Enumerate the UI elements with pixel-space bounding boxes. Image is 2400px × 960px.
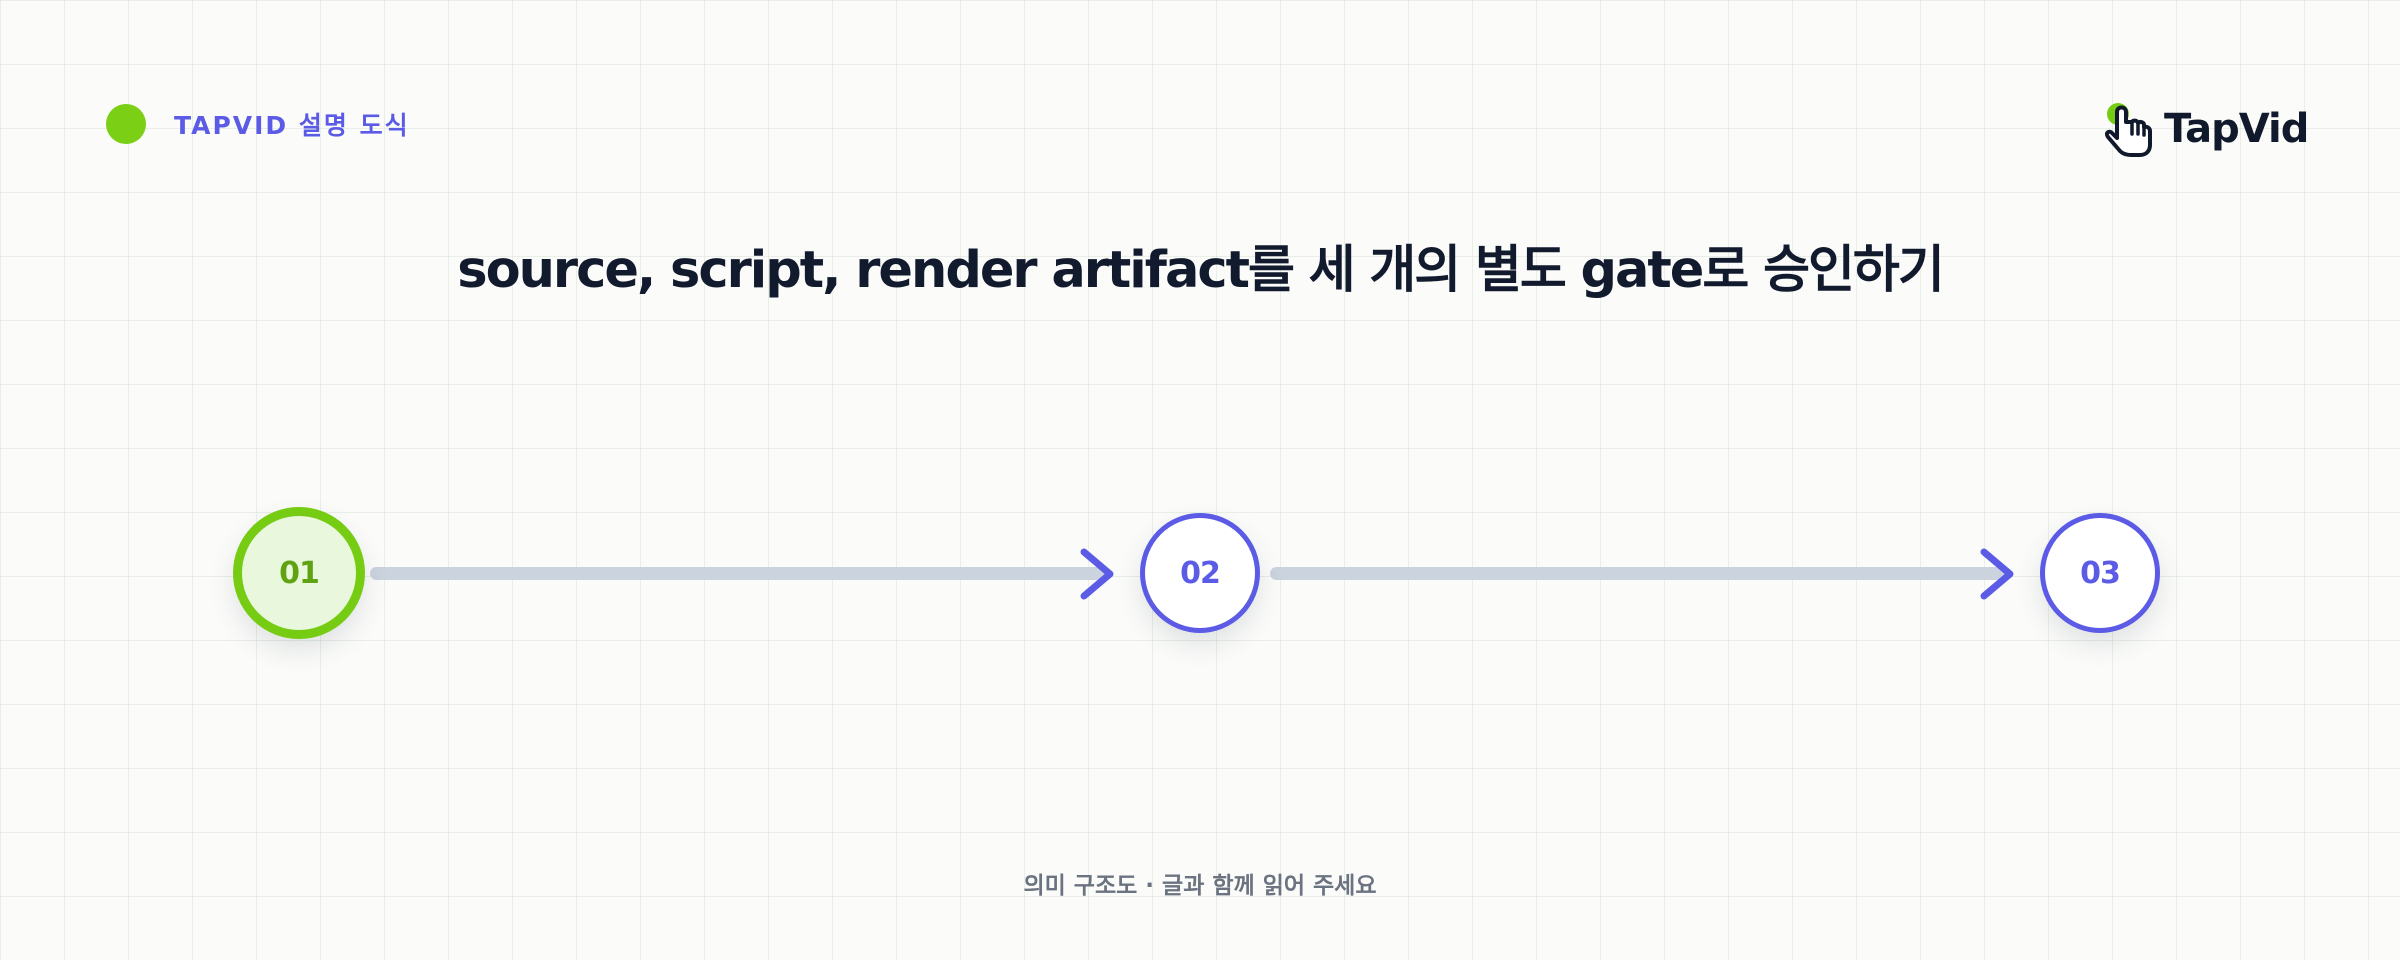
step-node-02: 02 [1140,513,1260,633]
step-node-03: 03 [2040,513,2160,633]
header-badge: TAPVID 설명 도식 [106,104,410,144]
step-node-01: 01 [233,507,365,639]
arrow-right-icon [1080,548,1114,600]
footer-caption: 의미 구조도 · 글과 함께 읽어 주세요 [1023,873,1377,899]
step-label: 02 [1180,555,1221,591]
logo-text: TapVid [2164,106,2309,152]
step-label: 01 [279,555,320,591]
badge-label: TAPVID 설명 도식 [174,111,410,140]
connector-line-2 [1270,567,2006,580]
pointer-hand-icon [2104,103,2152,157]
diagram-title: source, script, render artifact를 세 개의 별도… [457,241,1945,300]
badge-dot-icon [106,104,146,144]
connector-line-1 [370,567,1106,580]
tapvid-logo: TapVid [2104,100,2309,158]
step-label: 03 [2080,555,2121,591]
arrow-right-icon [1980,548,2014,600]
